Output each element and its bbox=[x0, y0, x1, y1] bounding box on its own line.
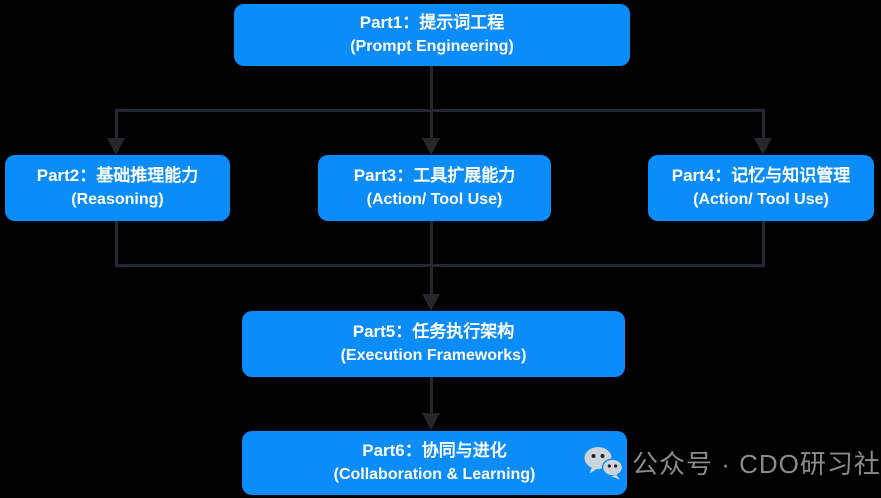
node-title: Part4：记忆与知识管理 bbox=[671, 166, 851, 186]
node-title: Part2：基础推理能力 bbox=[36, 166, 199, 186]
flow-node-part1: Part1：提示词工程 (Prompt Engineering) bbox=[234, 4, 630, 66]
connector-to-part2 bbox=[115, 109, 118, 139]
node-subtitle: (Action/ Tool Use) bbox=[693, 191, 829, 209]
connector-part5-down bbox=[430, 377, 433, 414]
connector-fanin-rail bbox=[115, 264, 765, 267]
connector-fanout-rail bbox=[115, 109, 765, 112]
arrowhead-part5-icon bbox=[422, 294, 440, 311]
node-subtitle: (Prompt Engineering) bbox=[350, 38, 514, 56]
arrowhead-part2-icon bbox=[107, 138, 125, 155]
connector-part3-down bbox=[430, 221, 433, 295]
flow-node-part6: Part6：协同与进化 (Collaboration & Learning) bbox=[242, 431, 627, 495]
watermark: 公众号 · CDO研习社 bbox=[584, 444, 881, 481]
flow-node-part2: Part2：基础推理能力 (Reasoning) bbox=[5, 155, 230, 221]
node-subtitle: (Execution Frameworks) bbox=[340, 347, 527, 365]
watermark-label: 公众号 · CDO研习社 bbox=[632, 449, 881, 479]
connector-part4-down bbox=[762, 221, 765, 267]
flow-node-part3: Part3：工具扩展能力 (Action/ Tool Use) bbox=[318, 155, 551, 221]
node-title: Part5：任务执行架构 bbox=[352, 322, 515, 342]
node-title: Part1：提示词工程 bbox=[359, 13, 505, 33]
connector-to-part4 bbox=[762, 109, 765, 139]
arrowhead-part6-icon bbox=[422, 413, 440, 430]
connector-to-part3 bbox=[430, 109, 433, 139]
wechat-icon bbox=[584, 445, 624, 481]
arrowhead-part3-icon bbox=[422, 138, 440, 155]
connector-part2-down bbox=[115, 221, 118, 267]
node-subtitle: (Reasoning) bbox=[71, 191, 164, 209]
node-subtitle: (Collaboration & Learning) bbox=[333, 466, 536, 484]
node-subtitle: (Action/ Tool Use) bbox=[366, 191, 503, 209]
arrowhead-part4-icon bbox=[754, 138, 772, 155]
node-title: Part6：协同与进化 bbox=[362, 441, 507, 461]
flow-node-part4: Part4：记忆与知识管理 (Action/ Tool Use) bbox=[648, 155, 874, 221]
connector-part1-down bbox=[430, 66, 433, 111]
flow-node-part5: Part5：任务执行架构 (Execution Frameworks) bbox=[242, 311, 625, 377]
node-title: Part3：工具扩展能力 bbox=[353, 166, 516, 186]
